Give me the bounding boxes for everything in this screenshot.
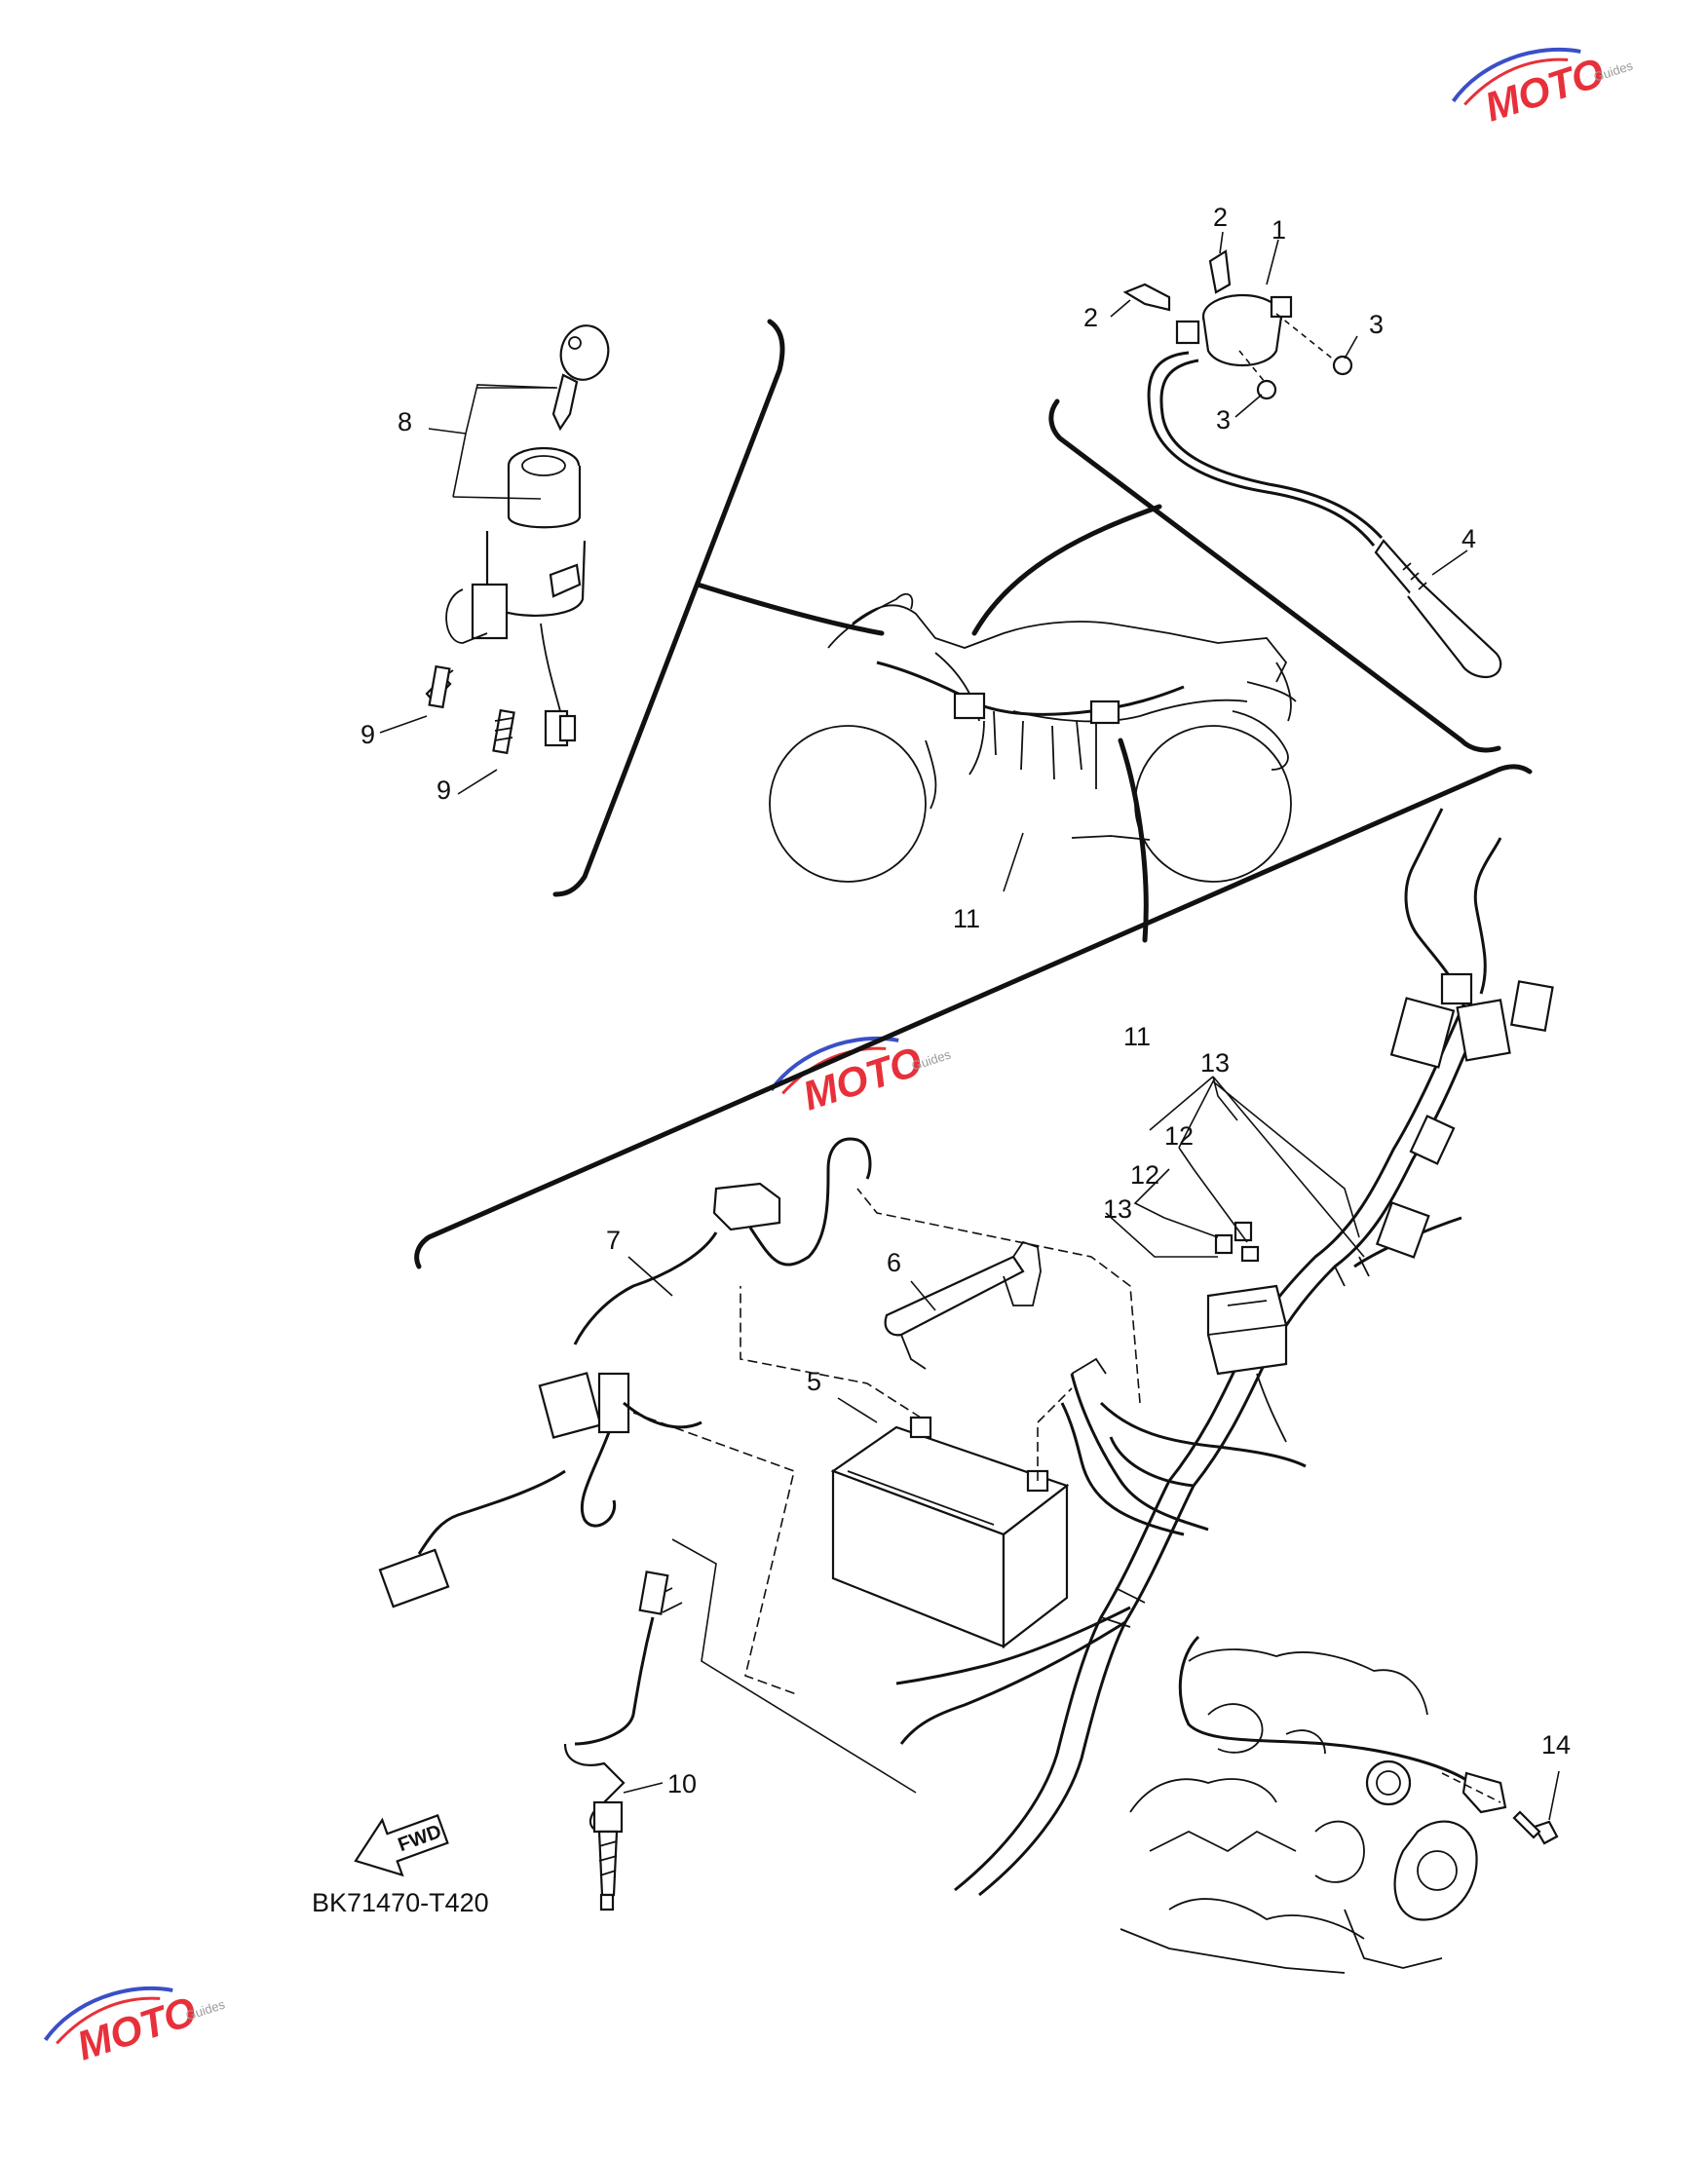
watermark-logo-bottom-left: MOTO Guides <box>43 1986 227 2069</box>
forward-direction-arrow: FWD <box>354 1814 449 1877</box>
main-switch-assembly <box>379 324 610 795</box>
bolt-2b-icon <box>1122 283 1171 312</box>
callout-9b: 9 <box>436 776 451 805</box>
earth-lead <box>1178 1635 1507 1814</box>
watermark-logo-center: MOTO Guides <box>769 1036 953 1119</box>
nut-3b-icon <box>1256 379 1277 400</box>
screw-9b-icon <box>492 708 515 755</box>
callout-13a: 13 <box>1200 1048 1230 1078</box>
callout-11b: 11 <box>1123 1022 1151 1051</box>
connector-line-right <box>971 504 1162 636</box>
callout-11a: 11 <box>953 904 980 933</box>
wire-harness <box>895 808 1554 1897</box>
main-switch-body <box>445 446 587 747</box>
watermark-logo-top-right: MOTO Guides <box>1451 47 1635 131</box>
nut-3a-icon <box>1332 355 1353 376</box>
callout-8: 8 <box>398 407 412 436</box>
engine-outline <box>1120 1648 1478 1974</box>
callout-13b: 13 <box>1103 1194 1132 1224</box>
fuse-box <box>1206 1284 1288 1443</box>
callout-4: 4 <box>1461 524 1476 553</box>
callout-3b: 3 <box>1216 405 1231 435</box>
connector-line-left <box>695 582 885 636</box>
panel-divider-left <box>552 319 785 897</box>
callout-10: 10 <box>667 1769 697 1798</box>
panel-divider-right <box>1048 398 1501 753</box>
callout-9a: 9 <box>361 720 375 749</box>
fuse-13-icon <box>1240 1245 1260 1263</box>
battery-cables <box>740 1188 1307 1532</box>
ignition-coil-assembly <box>1110 231 1502 679</box>
callout-12b: 12 <box>1130 1160 1159 1190</box>
callout-5: 5 <box>807 1367 821 1396</box>
battery <box>830 1416 1070 1649</box>
key-icon <box>551 324 610 432</box>
spark-plug-cap <box>1374 539 1502 679</box>
drawing-code: BK71470-T420 <box>312 1888 489 1917</box>
bolt-2a-icon <box>1208 249 1232 294</box>
panel-divider-lower <box>414 764 1533 1269</box>
callout-2a: 2 <box>1213 203 1228 232</box>
callout-6: 6 <box>887 1248 901 1277</box>
callout-3a: 3 <box>1369 310 1384 339</box>
starter-relay-lead <box>378 1137 872 1696</box>
bolt-14-icon <box>1512 1810 1559 1845</box>
ignition-coil <box>1175 293 1293 367</box>
neutral-switch <box>563 1538 917 1911</box>
callout-2b: 2 <box>1083 303 1098 332</box>
battery-band <box>884 1240 1042 1370</box>
callout-1: 1 <box>1272 215 1286 245</box>
callout-7: 7 <box>606 1226 621 1255</box>
fuse-12-icon <box>1214 1221 1253 1255</box>
motorcycle-outline <box>769 592 1297 883</box>
high-tension-cord <box>1147 351 1384 547</box>
fuse-callout-brackets <box>1105 1076 1365 1258</box>
callout-12a: 12 <box>1164 1121 1194 1151</box>
screw-9a-icon <box>425 664 454 709</box>
callout-14: 14 <box>1541 1730 1571 1760</box>
